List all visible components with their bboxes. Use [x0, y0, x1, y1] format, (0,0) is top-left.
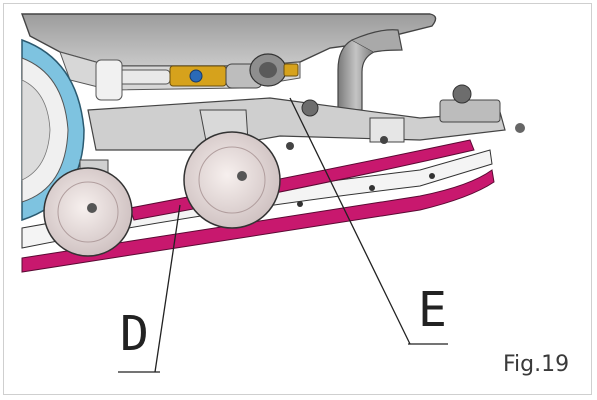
caster-wheel-left	[43, 159, 133, 257]
leader-line-e	[289, 97, 448, 345]
callout-e-label: E	[418, 282, 447, 338]
callout-d-label: D	[120, 306, 149, 362]
caster-wheel-right	[183, 109, 281, 229]
squeegee-bracket	[87, 84, 525, 151]
figure-caption: Fig.19	[503, 352, 570, 377]
hose-assembly	[95, 53, 299, 101]
leader-line-d	[118, 204, 181, 373]
curved-pipe	[337, 29, 403, 111]
